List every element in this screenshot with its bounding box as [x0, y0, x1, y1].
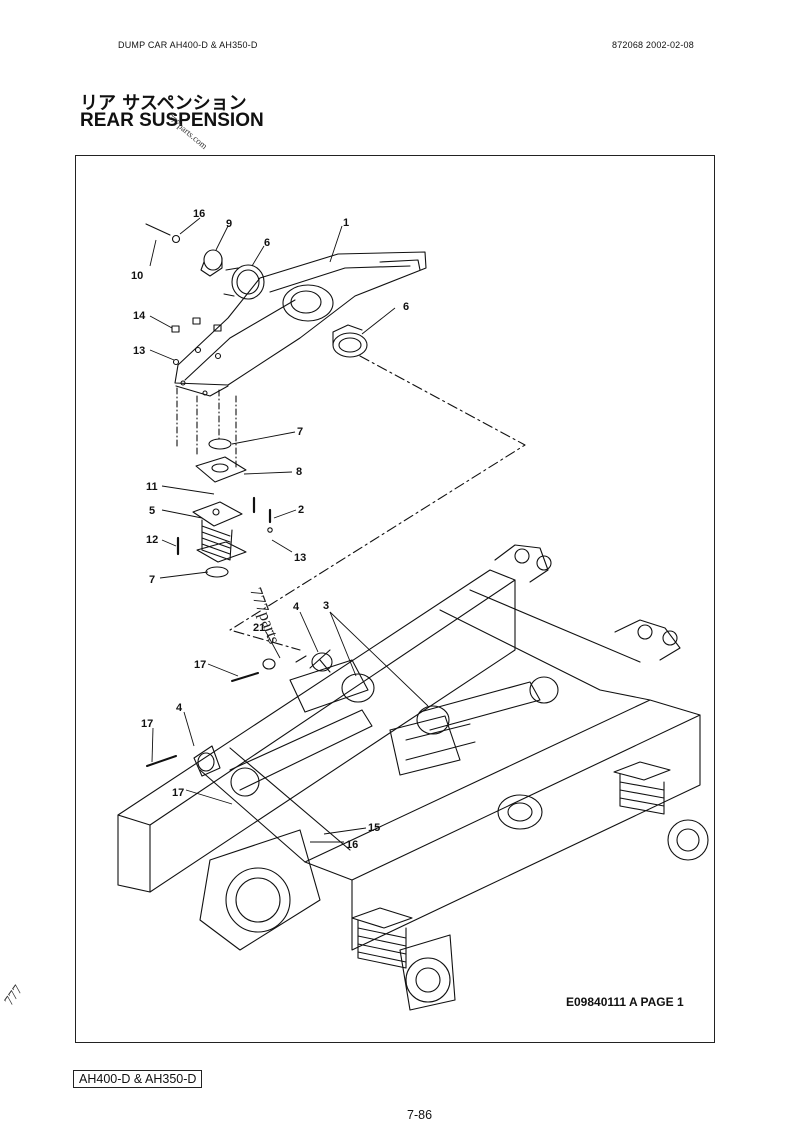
- header-document-title: DUMP CAR AH400-D & AH350-D: [118, 40, 258, 50]
- callout-4-upper: 4: [293, 601, 300, 613]
- callout-13-lower: 13: [294, 552, 306, 564]
- callout-16-top: 16: [193, 208, 205, 220]
- part-rubber-spring: [192, 501, 247, 563]
- callout-6-lower: 6: [403, 301, 409, 313]
- callout-7-upper: 7: [297, 426, 303, 438]
- callout-17-upper: 17: [194, 659, 206, 671]
- callout-17-middle: 17: [141, 718, 153, 730]
- part-axle-housing-left: [199, 829, 321, 951]
- callout-11: 11: [146, 481, 158, 493]
- part-bolt-long: [145, 223, 171, 236]
- part-pivot-boss: [497, 794, 543, 830]
- callout-3: 3: [323, 600, 329, 612]
- part-axle-housing-right: [399, 819, 709, 1011]
- page-title-japanese: リア サスペンション: [80, 93, 247, 114]
- callout-2: 2: [298, 504, 304, 516]
- callout-4-lower: 4: [176, 702, 183, 714]
- callout-6-upper: 6: [264, 237, 270, 249]
- callout-5: 5: [149, 505, 155, 517]
- part-main-frame: [117, 544, 701, 951]
- callout-7-lower: 7: [149, 574, 155, 586]
- part-loose-bolts: [146, 655, 307, 767]
- part-rods-and-links: [193, 649, 559, 797]
- header-doc-number-date: 872068 2002-02-08: [612, 40, 694, 50]
- callout-16-lower: 16: [346, 839, 358, 851]
- part-collar: [200, 249, 223, 277]
- part-bushing-lower: [332, 324, 368, 358]
- callout-14: 14: [133, 310, 146, 322]
- callout-13-upper: 13: [133, 345, 145, 357]
- part-shim-upper: [208, 438, 232, 450]
- footer-model-box: AH400-D & AH350-D: [73, 1070, 203, 1088]
- callout-21: 21: [253, 622, 265, 634]
- drawing-reference: E09840111 A PAGE 1: [566, 995, 684, 1009]
- part-bushing-upper: [223, 264, 265, 300]
- callout-15: 15: [368, 822, 380, 834]
- page-title-english: REAR SUSPENSION: [80, 110, 264, 131]
- callout-12: 12: [146, 534, 158, 546]
- part-nuts-upper: [171, 317, 222, 366]
- part-lever-arm: [174, 251, 427, 397]
- part-shim-lower: [205, 566, 229, 578]
- callout-9: 9: [226, 218, 232, 230]
- callout-8: 8: [296, 466, 302, 478]
- diagram-frame: [75, 155, 715, 1043]
- callout-17-lower: 17: [172, 787, 184, 799]
- part-washer: [171, 234, 181, 244]
- part-lower-springs: [351, 761, 671, 969]
- footer-page-number: 7-86: [407, 1108, 433, 1122]
- part-mount-plate: [195, 456, 247, 483]
- callout-1: 1: [343, 217, 349, 229]
- callout-10: 10: [131, 270, 143, 282]
